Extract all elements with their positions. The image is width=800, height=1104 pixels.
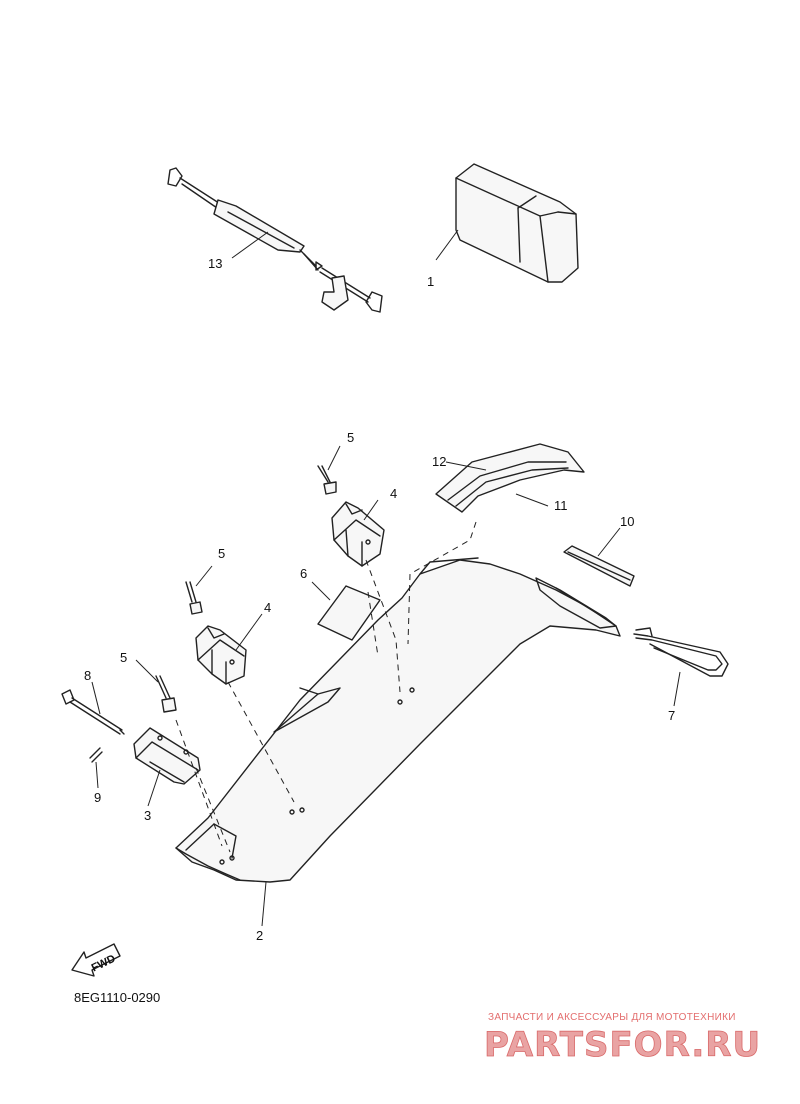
- callout-2: 2: [256, 928, 263, 943]
- part-12-strip: [435, 443, 585, 513]
- callout-4-mid: 4: [264, 600, 271, 615]
- callout-12: 12: [432, 454, 446, 469]
- leader-lines: [91, 229, 681, 927]
- part-4-latch-top: [331, 501, 385, 567]
- callout-5-mid: 5: [218, 546, 225, 561]
- callout-5-left: 5: [120, 650, 127, 665]
- part-10-bar: [563, 545, 635, 587]
- callout-3: 3: [144, 808, 151, 823]
- part-3-hinge: [133, 727, 201, 785]
- callout-labels: 13 1 5 12 11 4 10 5 6 4 5 8 7 9 3 2: [84, 256, 675, 943]
- part-8-pin: [61, 689, 125, 735]
- part-5-screw-left: [155, 675, 177, 713]
- callout-8: 8: [84, 668, 91, 683]
- watermark-logo: PARTSFOR.RU: [484, 1025, 761, 1065]
- part-9-cotter: [89, 747, 103, 763]
- callout-10: 10: [620, 514, 634, 529]
- callout-11: 11: [554, 498, 568, 513]
- assembly-guides: [175, 521, 477, 853]
- watermark: ЗАПЧАСТИ И АКСЕССУАРЫ ДЛЯ МОТОТЕХНИКИ PA…: [484, 1012, 761, 1065]
- part-5-screw-mid: [185, 581, 203, 615]
- callout-9: 9: [94, 790, 101, 805]
- callout-13: 13: [208, 256, 222, 271]
- part-5-screw-top: [317, 465, 337, 495]
- part-13-cable: [167, 167, 383, 313]
- fwd-label: FWD: [90, 953, 118, 975]
- fwd-arrow: FWD: [71, 943, 121, 977]
- callout-7: 7: [668, 708, 675, 723]
- part-4-latch-mid: [195, 625, 247, 685]
- callout-6: 6: [300, 566, 307, 581]
- part-6-pad: [317, 585, 381, 641]
- callout-1: 1: [427, 274, 434, 289]
- watermark-tagline: ЗАПЧАСТИ И АКСЕССУАРЫ ДЛЯ МОТОТЕХНИКИ: [488, 1012, 736, 1023]
- part-1-box: [455, 163, 579, 283]
- callout-5-top: 5: [347, 430, 354, 445]
- part-2-tray: [175, 557, 621, 883]
- part-7-rod: [633, 627, 729, 677]
- diagram-code: 8EG1110-0290: [74, 990, 160, 1005]
- callout-4-top: 4: [390, 486, 397, 501]
